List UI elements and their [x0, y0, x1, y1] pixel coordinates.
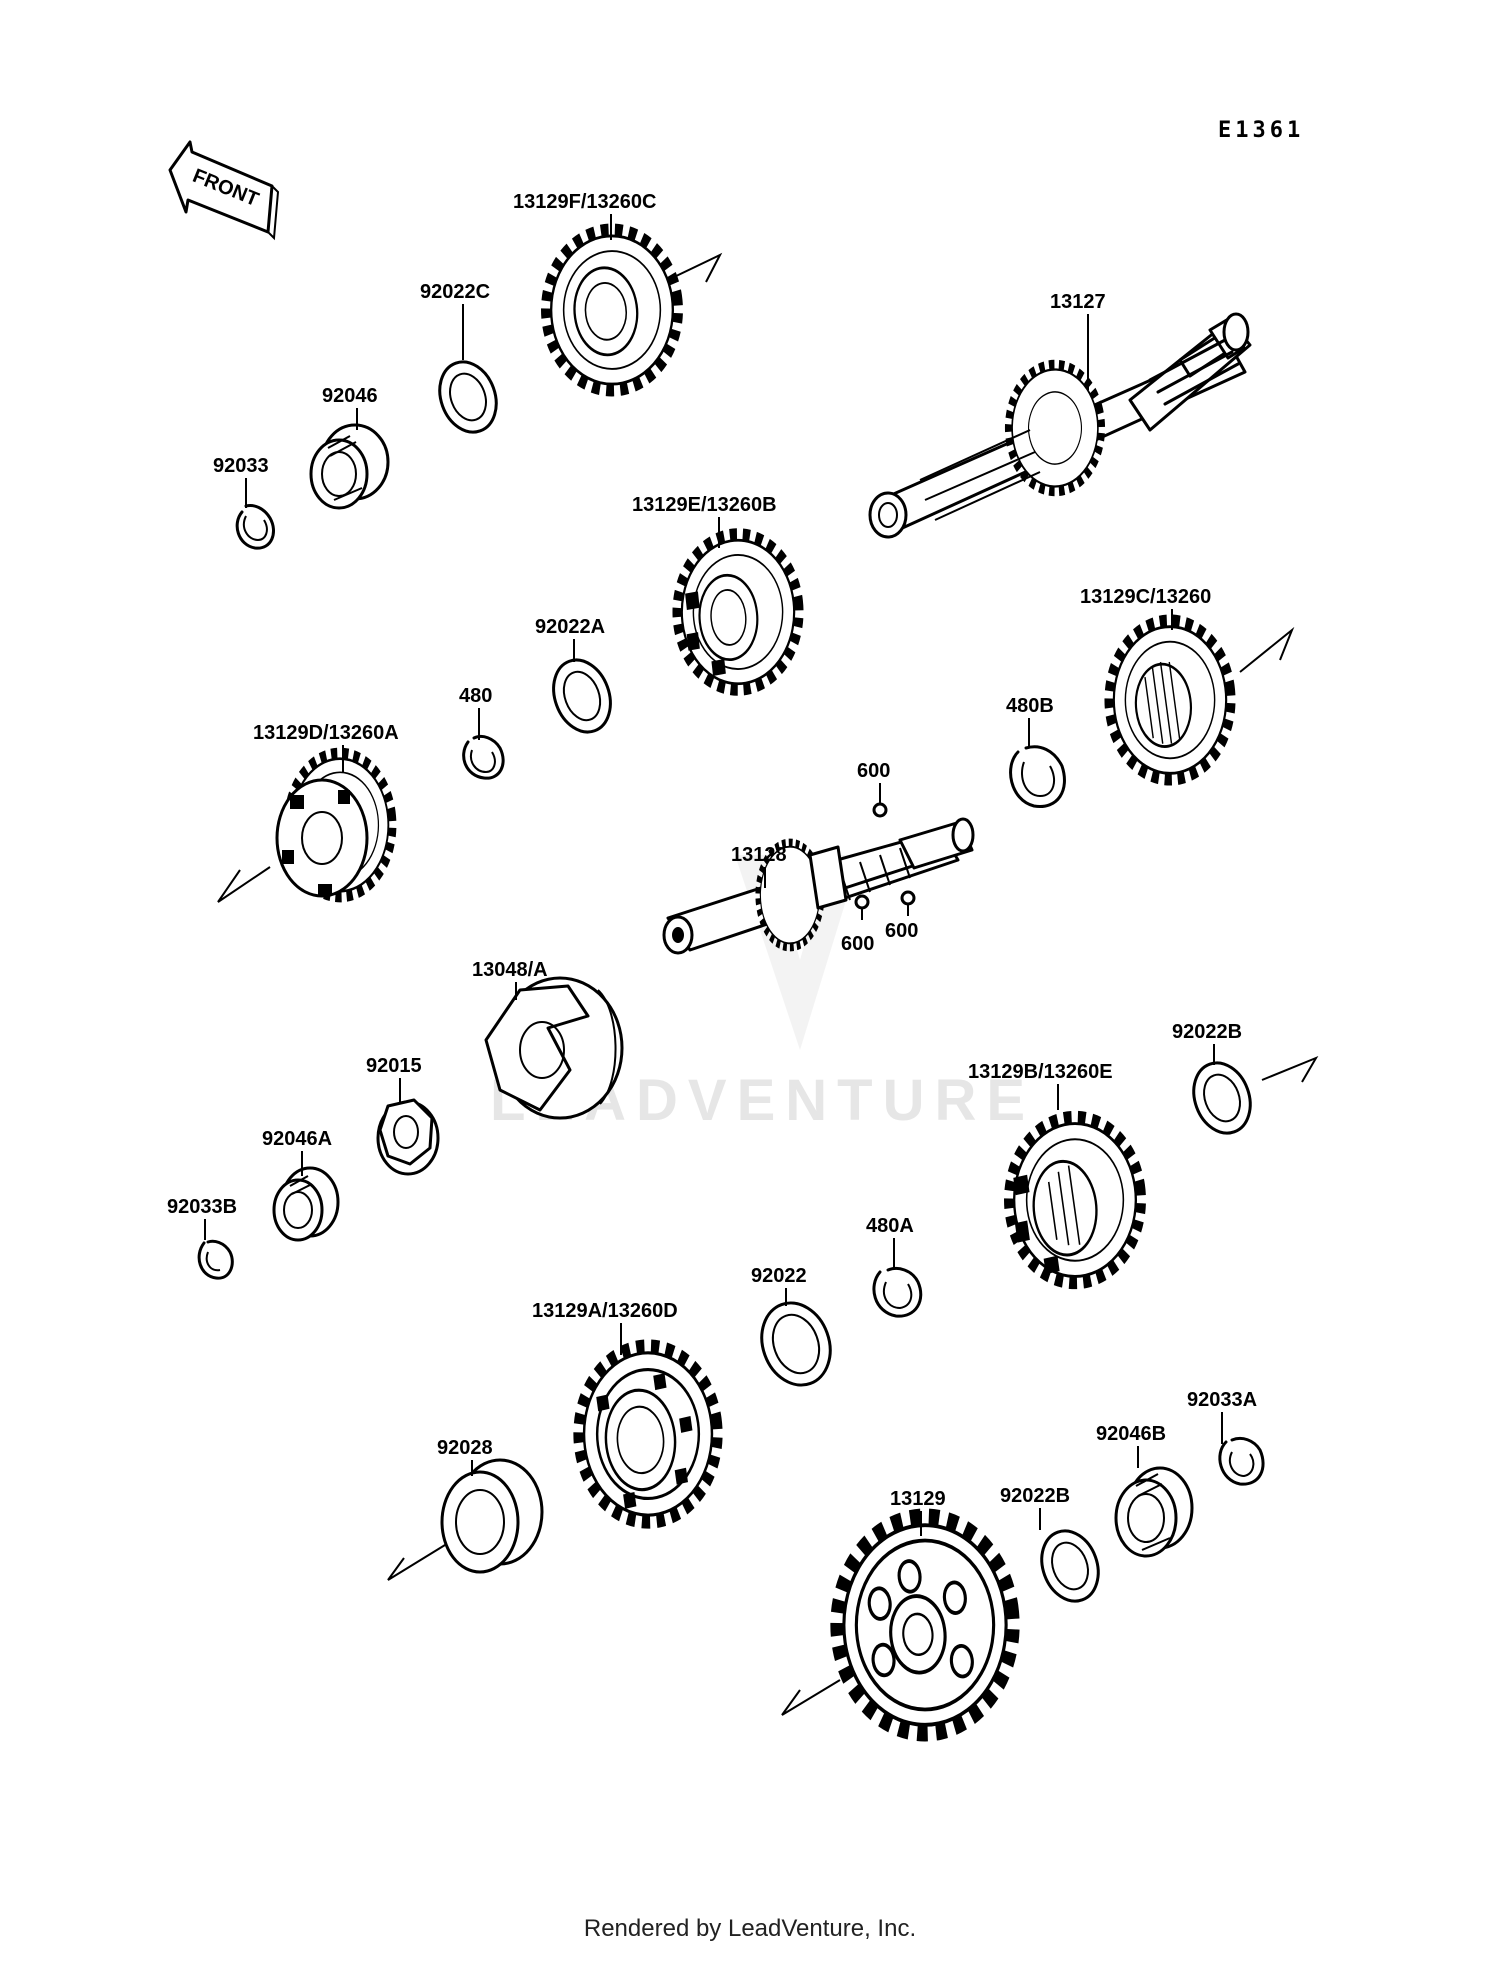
part-label[interactable]: 92022B: [1172, 1021, 1242, 1043]
part-label[interactable]: 480A: [866, 1215, 914, 1237]
gear-13129A: [568, 1333, 728, 1535]
washer-92022A: [552, 658, 612, 734]
arrow-mark: [387, 1544, 446, 1581]
shaft-13128: [662, 817, 975, 959]
part-label[interactable]: 13129F/13260C: [513, 191, 656, 213]
part-label[interactable]: 600: [857, 760, 890, 782]
gear-13129F: [536, 218, 688, 403]
part-label[interactable]: 13129A/13260D: [532, 1300, 678, 1322]
part-label[interactable]: 92046: [322, 385, 378, 407]
part-label[interactable]: 480: [459, 685, 492, 707]
part-label[interactable]: 92033: [213, 455, 269, 477]
part-label[interactable]: 13127: [1050, 291, 1106, 313]
part-labels: 13129F/13260C 92022C 92046 92033 13127 1…: [167, 191, 1257, 1536]
steel-ball-600: [854, 894, 870, 920]
part-label[interactable]: 92022: [751, 1265, 807, 1287]
gear-13129E: [670, 525, 807, 700]
arrow-mark: [1239, 626, 1295, 673]
gear-13129B: [999, 1105, 1151, 1296]
part-label[interactable]: 92033B: [167, 1196, 237, 1218]
gear-13129C: [1100, 609, 1240, 792]
steel-ball-600: [872, 802, 888, 818]
footer-credit: Rendered by LeadVenture, Inc.: [583, 1915, 917, 1942]
part-label[interactable]: 13129C/13260: [1080, 586, 1211, 608]
circlip-480B: [1009, 745, 1066, 808]
arrow-mark: [781, 1679, 841, 1716]
needle-bearing-92046: [309, 423, 390, 510]
part-label[interactable]: 600: [885, 920, 918, 942]
steel-ball-600: [900, 890, 916, 916]
nut-92015: [376, 1098, 440, 1176]
part-label[interactable]: 92022C: [420, 281, 490, 303]
part-label[interactable]: 600: [841, 933, 874, 955]
shaft-13127: [868, 312, 1252, 539]
part-label[interactable]: 92033A: [1187, 1389, 1257, 1411]
circlip-480A: [872, 1267, 923, 1318]
part-label[interactable]: 92028: [437, 1437, 493, 1459]
gear-13129D-hub: [275, 778, 369, 898]
part-label[interactable]: 13048/A: [472, 959, 548, 981]
needle-bearing-92046A: [272, 1166, 340, 1242]
part-label[interactable]: 92046B: [1096, 1423, 1166, 1445]
needle-bearing-92046B: [1114, 1466, 1194, 1558]
circlip-480: [462, 734, 505, 780]
washer-92022C: [438, 360, 498, 434]
part-label[interactable]: 92015: [366, 1055, 422, 1077]
part-label[interactable]: 13128: [731, 844, 787, 866]
circlip-92033B: [197, 1239, 234, 1280]
arrow-mark: [217, 866, 271, 903]
front-arrow: FRONT: [168, 140, 280, 241]
washer-92022B: [1040, 1529, 1100, 1603]
part-label[interactable]: 13129: [890, 1488, 946, 1510]
dog-13048A: [484, 976, 624, 1120]
part-label[interactable]: 13129B/13260E: [968, 1061, 1113, 1083]
part-label[interactable]: 92046A: [262, 1128, 332, 1150]
arrow-mark: [1261, 1055, 1319, 1083]
collar-92028: [440, 1458, 544, 1574]
diagram-code: E1361: [1218, 118, 1304, 143]
circlip-92033A: [1218, 1436, 1265, 1486]
washer-92022: [760, 1301, 832, 1387]
part-label[interactable]: 92022B: [1000, 1485, 1070, 1507]
part-label[interactable]: 13129E/13260B: [632, 494, 777, 516]
gear-13129: [824, 1500, 1026, 1749]
part-label[interactable]: 13129D/13260A: [253, 722, 399, 744]
washer-92022B: [1192, 1061, 1252, 1135]
part-label[interactable]: 92022A: [535, 616, 605, 638]
part-label[interactable]: 480B: [1006, 695, 1054, 717]
arrow-mark: [671, 252, 723, 283]
circlip-92033: [235, 504, 275, 550]
